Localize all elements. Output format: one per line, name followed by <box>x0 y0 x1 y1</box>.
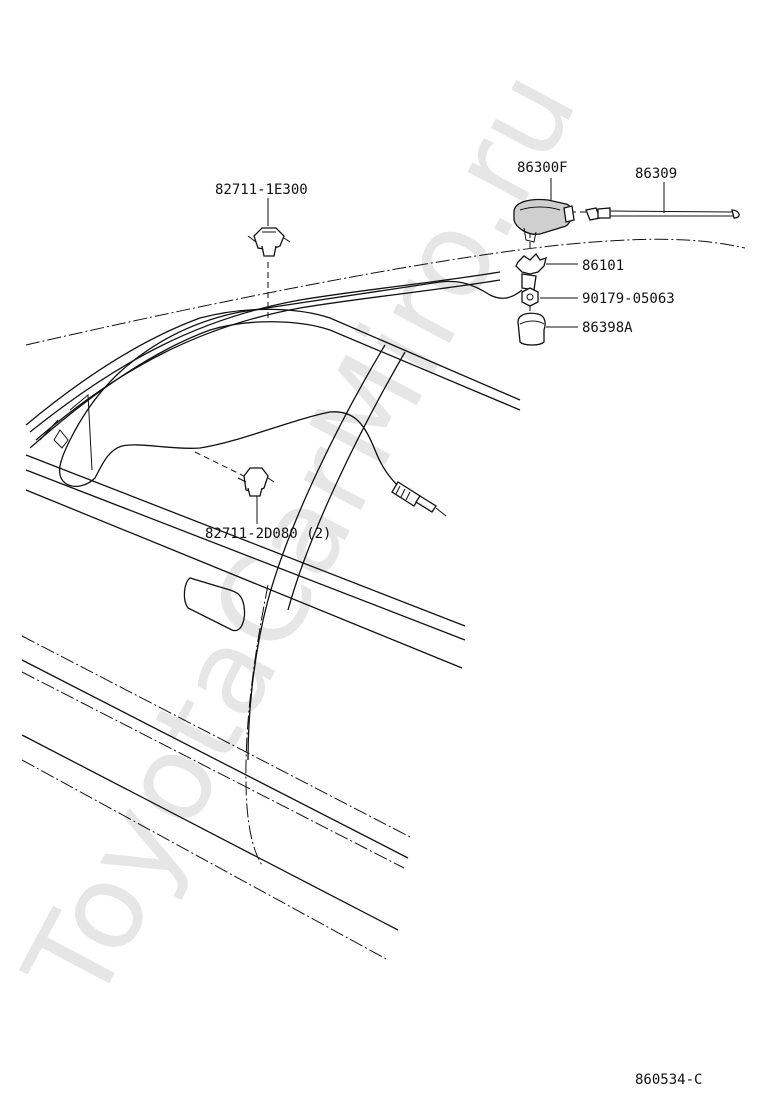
diagram-id: 860534-C <box>635 1072 702 1088</box>
part-label-86309: 86309 <box>635 166 677 182</box>
cable-connector-icon <box>391 481 447 517</box>
antenna-base-icon <box>513 198 575 243</box>
part-labels: 86300F 86309 86101 90179-05063 86398A 82… <box>205 160 677 542</box>
antenna-cable <box>53 280 523 489</box>
antenna-gasket-icon <box>515 252 547 291</box>
nut-icon <box>521 287 539 307</box>
part-label-90179-05063: 90179-05063 <box>582 291 675 307</box>
part-label-82711-2d080: 82711-2D080 (2) <box>205 526 331 542</box>
cap-icon <box>517 312 546 346</box>
clamp-icon <box>237 467 275 497</box>
part-label-86101: 86101 <box>582 258 624 274</box>
part-label-86398a: 86398A <box>582 320 633 336</box>
leader-lines <box>194 178 665 524</box>
antenna-rod-icon <box>585 207 740 221</box>
car-body-outline <box>21 238 746 961</box>
part-label-86300f: 86300F <box>517 160 568 176</box>
clamp-icon <box>247 227 291 257</box>
part-label-82711-1e300: 82711-1E300 <box>215 182 308 198</box>
